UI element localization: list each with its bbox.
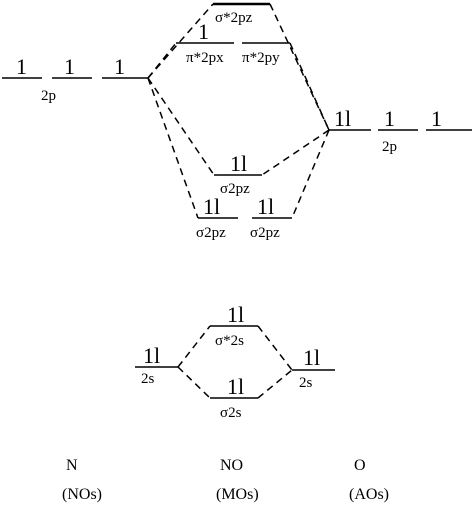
o-2p-electron-3: 1: [431, 106, 442, 131]
sigma-2s-label: σ2s: [220, 405, 242, 421]
column-o-name: O: [354, 457, 366, 474]
column-o-sub: (AOs): [349, 486, 389, 503]
sigma-star-2s-electrons: 1l: [227, 302, 244, 327]
o-2s-label: 2s: [299, 375, 313, 391]
column-captions: N (NOs) NO (MOs) O (AOs): [62, 457, 389, 503]
mo-pi-star-2p: 1 π*2px π*2py: [176, 19, 290, 66]
n-2p-electron-2: 1: [64, 54, 75, 79]
pi-star-2px-electron: 1: [198, 19, 209, 44]
mo-sigma-star-2pz: σ*2pz: [213, 2, 270, 26]
n-2s-orbital: 1l 2s: [135, 343, 178, 387]
n-2p-orbitals: 1 1 1 2p: [2, 54, 148, 104]
mo-sigma-2s: 1l σ2s: [210, 374, 258, 421]
n2s-to-sigma-star-line: [177, 325, 211, 368]
column-no-sub: (MOs): [216, 486, 259, 503]
n-to-sigma-star-line: [147, 3, 214, 79]
n-to-sigma-line: [147, 77, 215, 176]
column-no-name: NO: [220, 457, 243, 474]
n-2p-electron-1: 1: [16, 54, 27, 79]
correlation-lines-2p: [147, 3, 330, 219]
n-to-pi-line: [147, 77, 199, 219]
bonding-b-label: σ2pz: [250, 225, 280, 241]
sigma-2pz-electrons: 1l: [230, 151, 247, 176]
o-2s-orbital: 1l 2s: [292, 345, 335, 391]
o-2p-electron-1: 1l: [334, 106, 351, 131]
n-2s-electrons: 1l: [143, 343, 160, 368]
o-to-pi-star-line: [289, 42, 330, 131]
o2s-to-sigma-line: [257, 369, 293, 399]
sigma-2pz-label: σ2pz: [220, 181, 250, 197]
sigma-2s-electrons: 1l: [227, 374, 244, 399]
o-to-sigma-line: [261, 129, 330, 176]
o-2p-orbitals: 1l 1 1 2p: [329, 106, 472, 155]
n2s-to-sigma-line: [177, 366, 211, 399]
bonding-a-label: σ2pz: [196, 225, 226, 241]
o-to-pi-line: [291, 129, 330, 219]
mo-sigma-star-2s: 1l σ*2s: [210, 302, 258, 349]
o2s-to-sigma-star-line: [257, 325, 293, 371]
o-2p-electron-2: 1: [384, 106, 395, 131]
n-to-pi-star-line: [147, 42, 177, 79]
mo-sigma-2pz: 1l σ2pz: [214, 151, 262, 197]
o-2p-label: 2p: [382, 139, 397, 155]
n-2s-label: 2s: [141, 371, 155, 387]
pi-star-2px-label: π*2px: [186, 50, 224, 66]
column-n-sub: (NOs): [62, 486, 102, 503]
mo-bonding-pair: 1l σ2pz 1l σ2pz: [196, 194, 292, 241]
bonding-b-electrons: 1l: [257, 194, 274, 219]
n-2p-electron-3: 1: [114, 54, 125, 79]
o-2s-electrons: 1l: [303, 345, 320, 370]
n-2p-label: 2p: [41, 88, 56, 104]
pi-star-2py-label: π*2py: [242, 50, 280, 66]
sigma-star-2pz-label: σ*2pz: [215, 10, 253, 26]
sigma-star-2s-label: σ*2s: [215, 333, 244, 349]
bonding-a-electrons: 1l: [203, 194, 220, 219]
column-n-name: N: [66, 457, 78, 474]
correlation-lines-2s: [177, 325, 293, 399]
